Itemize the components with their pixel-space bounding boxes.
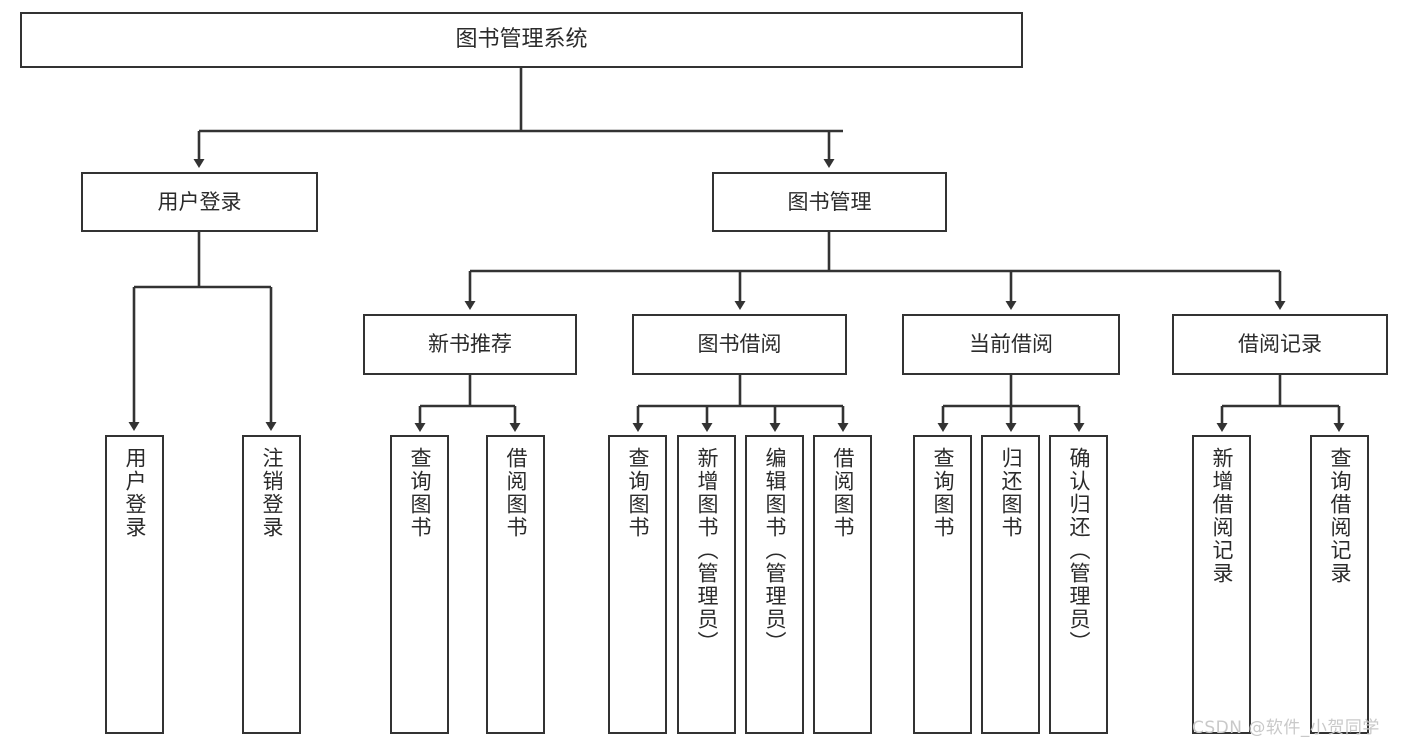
node-root[interactable]: 图书管理系统 — [20, 12, 1023, 68]
node-leaf-add-record-label: 新增借阅记录 — [1210, 447, 1234, 585]
node-new-book-recommend-label: 新书推荐 — [428, 332, 512, 357]
node-leaf-add-record[interactable]: 新增借阅记录 — [1192, 435, 1251, 734]
node-leaf-user-login[interactable]: 用户登录 — [105, 435, 164, 734]
node-book-management-label: 图书管理 — [787, 189, 872, 214]
node-leaf-edit-book-label: 编辑图书（管理员） — [763, 447, 787, 654]
node-leaf-add-book-label: 新增图书（管理员） — [695, 447, 719, 654]
node-new-book-recommend[interactable]: 新书推荐 — [363, 314, 577, 375]
node-leaf-edit-book[interactable]: 编辑图书（管理员） — [745, 435, 804, 734]
node-leaf-logout-login[interactable]: 注销登录 — [242, 435, 301, 734]
node-user-login-label: 用户登录 — [157, 189, 242, 214]
node-leaf-query-book-1-label: 查询图书 — [408, 447, 432, 539]
node-leaf-confirm-return-label: 确认归还（管理员） — [1067, 447, 1091, 654]
node-leaf-query-book-3[interactable]: 查询图书 — [913, 435, 972, 734]
node-leaf-logout-login-label: 注销登录 — [260, 447, 284, 539]
node-leaf-add-book[interactable]: 新增图书（管理员） — [677, 435, 736, 734]
node-leaf-query-book-3-label: 查询图书 — [931, 447, 955, 539]
node-current-borrow[interactable]: 当前借阅 — [902, 314, 1120, 375]
node-leaf-query-book-1[interactable]: 查询图书 — [390, 435, 449, 734]
node-leaf-borrow-book-1[interactable]: 借阅图书 — [486, 435, 545, 734]
node-borrow-record-label: 借阅记录 — [1238, 332, 1322, 357]
node-user-login[interactable]: 用户登录 — [81, 172, 318, 232]
node-leaf-return-book[interactable]: 归还图书 — [981, 435, 1040, 734]
node-leaf-query-record[interactable]: 查询借阅记录 — [1310, 435, 1369, 734]
node-book-management[interactable]: 图书管理 — [712, 172, 947, 232]
node-leaf-query-book-2[interactable]: 查询图书 — [608, 435, 667, 734]
node-leaf-borrow-book-2[interactable]: 借阅图书 — [813, 435, 872, 734]
node-leaf-query-record-label: 查询借阅记录 — [1328, 447, 1352, 585]
node-leaf-query-book-2-label: 查询图书 — [626, 447, 650, 539]
node-book-borrow-label: 图书借阅 — [697, 332, 782, 357]
node-book-borrow[interactable]: 图书借阅 — [632, 314, 847, 375]
node-leaf-user-login-label: 用户登录 — [123, 447, 147, 539]
node-leaf-confirm-return[interactable]: 确认归还（管理员） — [1049, 435, 1108, 734]
csdn-watermark: CSDN @软件_小贺同学 — [1192, 718, 1380, 738]
node-leaf-borrow-book-2-label: 借阅图书 — [831, 447, 855, 539]
node-leaf-return-book-label: 归还图书 — [999, 447, 1023, 539]
node-current-borrow-label: 当前借阅 — [969, 332, 1053, 357]
node-root-label: 图书管理系统 — [455, 27, 588, 53]
node-leaf-borrow-book-1-label: 借阅图书 — [504, 447, 528, 539]
node-borrow-record[interactable]: 借阅记录 — [1172, 314, 1388, 375]
